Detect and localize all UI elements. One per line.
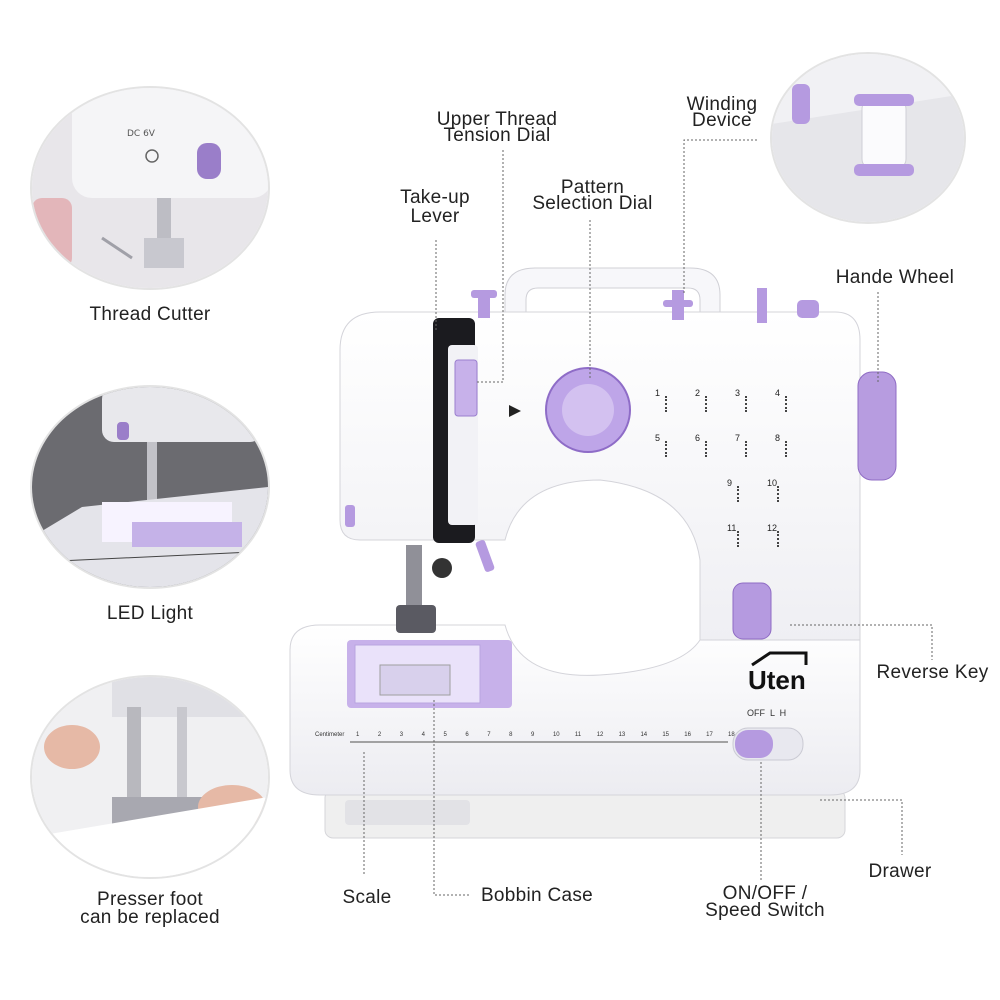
ruler-number: 18: [728, 732, 735, 738]
ruler-number: 11: [574, 732, 582, 738]
presser-foot-label-2: can be replaced: [80, 907, 220, 928]
ruler-number: 13: [618, 732, 626, 738]
ruler-unit: Centimeter: [315, 732, 345, 738]
inset-dc-label: DC 6V: [127, 129, 156, 139]
winding-device-inset: [770, 52, 966, 224]
ruler-number: 16: [684, 732, 691, 738]
pattern-number: 9: [727, 478, 733, 488]
pattern-number: 5: [655, 433, 661, 443]
led-light-inset: [30, 385, 270, 589]
pattern-number: 2: [695, 388, 701, 398]
stitch-mark: [745, 396, 750, 412]
stitch-mark: [745, 441, 750, 457]
stitch-mark: [665, 441, 670, 457]
switch-label-2: Speed Switch: [705, 900, 825, 921]
pattern-number: 8: [775, 433, 781, 443]
stitch-mark: [777, 531, 782, 547]
stitch-mark: [785, 396, 790, 412]
stitch-mark: [705, 396, 710, 412]
ruler-number: 9: [531, 732, 535, 738]
pattern-number: 1: [655, 388, 661, 398]
upper-tension-label-1: Upper Thread: [436, 109, 558, 130]
stitch-mark: [665, 396, 670, 412]
ruler-number: 5: [443, 732, 447, 738]
presser-foot-label-1: Presser foot: [96, 889, 204, 910]
ruler-number: 14: [640, 732, 648, 738]
led-light-label: LED Light: [106, 603, 194, 624]
switch-positions-text: OFF L H: [747, 708, 787, 718]
ruler-number: 7: [487, 732, 491, 738]
drawer-label: Drawer: [868, 861, 932, 882]
bobbin-case-label: Bobbin Case: [480, 885, 594, 906]
winding-device-label-1: Winding: [686, 94, 758, 115]
pattern-number: 12: [767, 523, 778, 533]
reverse-key-label: Reverse Key: [876, 662, 989, 683]
thread-cutter-inset: DC 6V: [30, 86, 270, 290]
ruler-number: 2: [377, 732, 382, 738]
stitch-mark: [737, 531, 742, 547]
ruler-number: 15: [662, 732, 670, 738]
brand-logo: Uten: [748, 651, 808, 696]
stitch-mark: [737, 486, 742, 502]
ruler-number: 1: [356, 732, 360, 738]
pattern-dial-label-1: Pattern: [560, 177, 625, 198]
ruler-number: 3: [399, 732, 404, 738]
ruler-number: 4: [421, 732, 425, 738]
pattern-dial-label-2: Selection Dial: [532, 193, 653, 214]
pattern-number: 3: [735, 388, 741, 398]
ruler-number: 6: [465, 732, 469, 738]
pattern-number: 6: [695, 433, 701, 443]
take-up-lever-label-1: Take-up: [400, 187, 470, 208]
switch-label-1: ON/OFF /: [722, 883, 808, 904]
brand-logo-text: Uten: [748, 665, 806, 695]
take-up-lever-label-2: Lever: [410, 206, 460, 227]
ruler-number: 10: [552, 732, 560, 738]
stitch-mark: [777, 486, 782, 502]
stitch-mark: [705, 441, 710, 457]
winding-device-label-2: Device: [692, 110, 752, 131]
pattern-number: 7: [735, 433, 741, 443]
scale-label: Scale: [342, 887, 392, 908]
pattern-number: 11: [727, 523, 737, 533]
thread-cutter-label: Thread Cutter: [89, 304, 211, 325]
hand-wheel-label: Hande Wheel: [835, 267, 955, 288]
ruler-number: 17: [706, 732, 713, 738]
pattern-number: 4: [775, 388, 781, 398]
pattern-number: 10: [767, 478, 778, 488]
stitch-mark: [785, 441, 790, 457]
ruler-number: 12: [596, 732, 604, 738]
ruler-number: 8: [509, 732, 513, 738]
upper-tension-label-2: Tension Dial: [443, 125, 551, 146]
presser-foot-inset: [30, 675, 270, 879]
